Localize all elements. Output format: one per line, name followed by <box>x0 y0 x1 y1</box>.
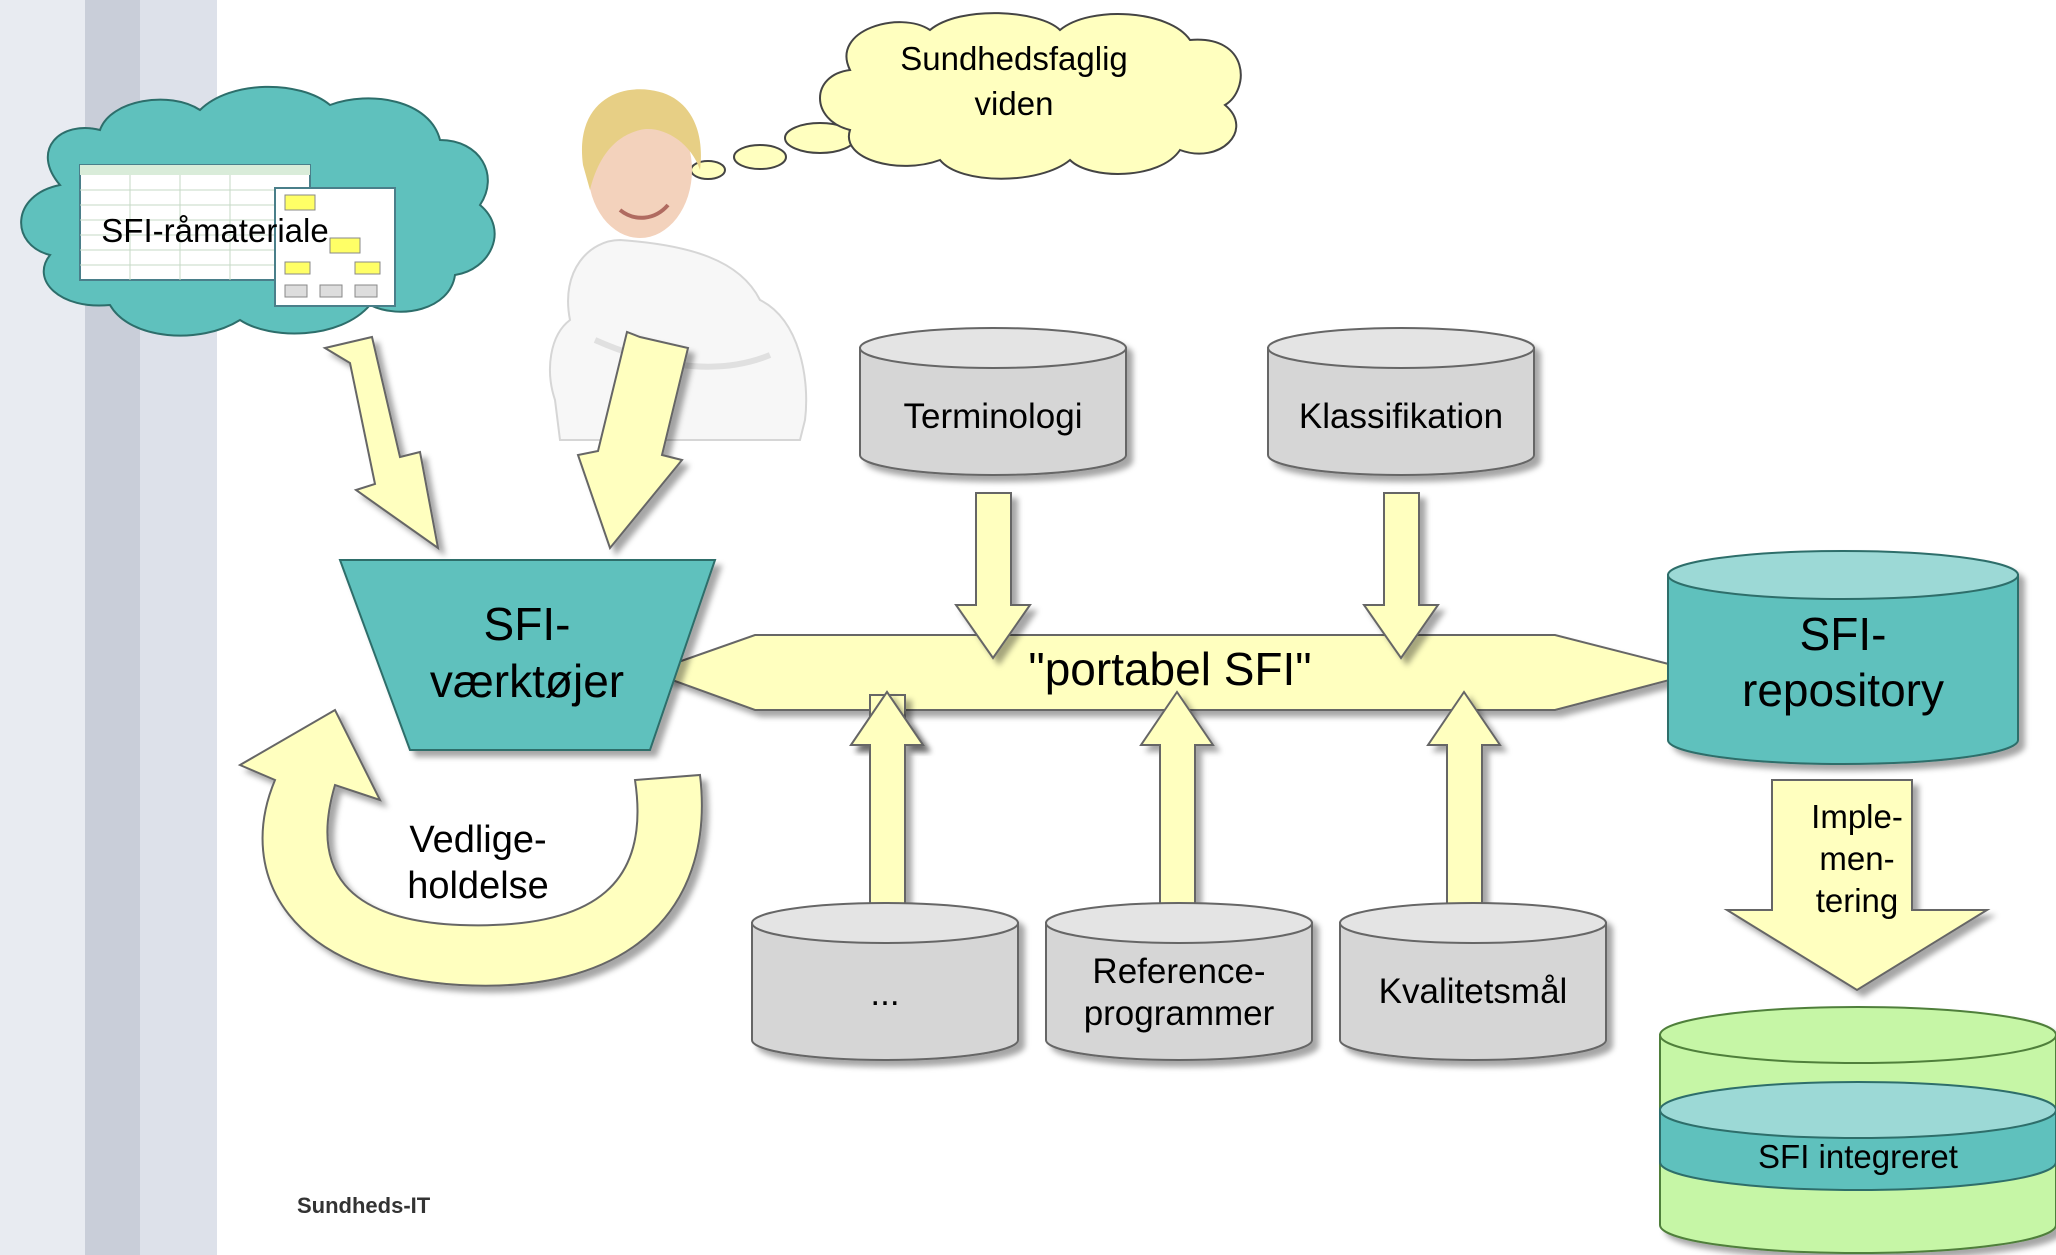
raw-material-label: SFI-råmateriale <box>101 212 328 249</box>
reference-programs-label-line-1: Reference- <box>1092 952 1265 991</box>
terminology-label: Terminologi <box>904 397 1083 436</box>
document-flowchart-icon <box>274 187 396 307</box>
arrow-raw-to-tools <box>322 335 440 551</box>
integrated-label: SFI integreret <box>1758 1138 1958 1175</box>
repository-label-line-2: repository <box>1742 664 1944 716</box>
arrow-nurse-to-tools <box>576 330 690 551</box>
sfi-tools-label-line-2: værktøjer <box>430 655 624 707</box>
repository-cylinder <box>1667 550 2019 765</box>
reference-programs-cylinder <box>1045 902 1313 1061</box>
thought-bubble-line-1: Sundhedsfaglig <box>900 40 1128 77</box>
other-label: ... <box>870 974 899 1013</box>
implementation-label-line-3: tering <box>1816 882 1899 919</box>
arrow-reference-up <box>1139 690 1215 909</box>
implementation-label-line-2: men- <box>1819 840 1894 877</box>
thought-bubble: Sundhedsfaglig viden <box>690 12 1242 180</box>
maintenance-cycle-arrow <box>237 708 703 987</box>
terminology-cylinder <box>859 327 1127 476</box>
implementation-arrow <box>1723 779 1991 992</box>
document-table-icon <box>79 164 311 281</box>
arrow-quality-up <box>1426 690 1502 909</box>
thought-bubble-line-2: viden <box>975 85 1054 122</box>
maintenance-label-line-1: Vedlige- <box>409 819 546 861</box>
classification-label: Klassifikation <box>1299 397 1503 436</box>
other-cylinder <box>751 902 1019 1061</box>
arrow-classification-down <box>1362 492 1440 660</box>
arrow-terminology-down <box>954 492 1032 660</box>
quality-cylinder <box>1339 902 1607 1061</box>
portable-sfi-label: "portabel SFI" <box>1028 643 1311 695</box>
reference-programs-label-line-2: programmer <box>1084 994 1275 1033</box>
quality-label: Kvalitetsmål <box>1379 972 1568 1011</box>
repository-label-line-1: SFI- <box>1800 608 1887 660</box>
classification-cylinder <box>1267 327 1535 476</box>
footer-label: Sundheds-IT <box>297 1193 431 1218</box>
maintenance-label-line-2: holdelse <box>407 865 549 907</box>
sfi-tools-label-line-1: SFI- <box>484 598 571 650</box>
arrow-other-up-body <box>849 690 925 909</box>
sfi-tools-shape <box>338 559 717 751</box>
implementation-label-line-1: Imple- <box>1811 798 1903 835</box>
raw-material-cloud: SFI-råmateriale <box>20 85 496 337</box>
integrated-cylinder <box>1659 1006 2056 1254</box>
